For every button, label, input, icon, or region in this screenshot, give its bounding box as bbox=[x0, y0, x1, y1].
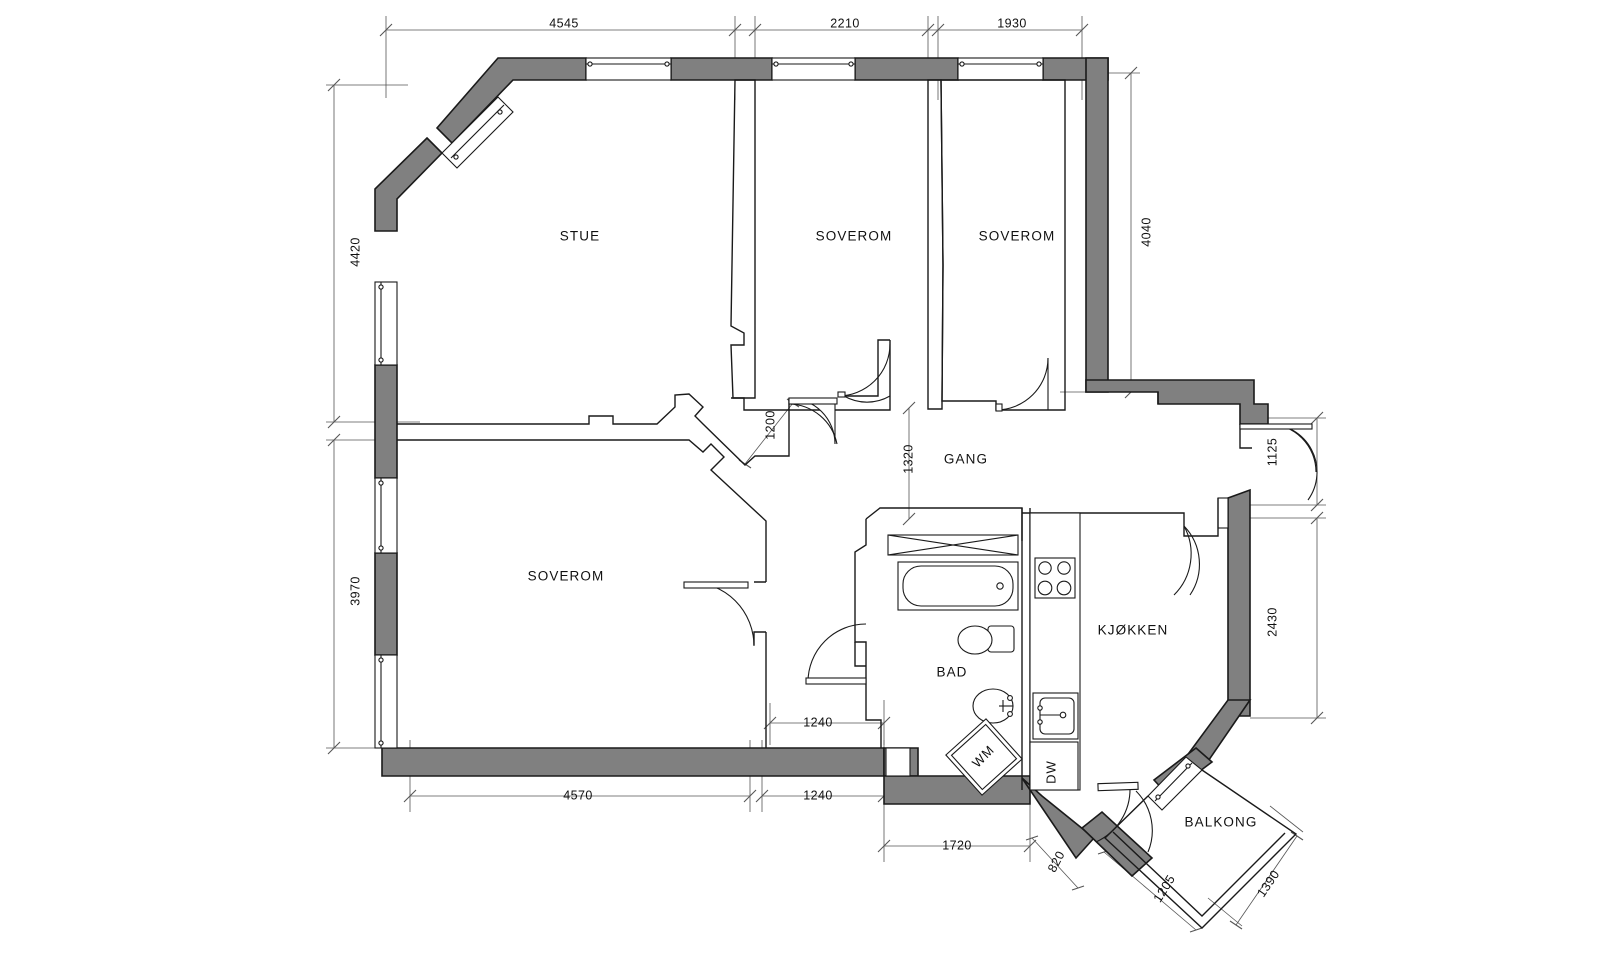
dim-label-inner-1200: 1200 bbox=[763, 410, 777, 439]
dim-label-top-1930: 1930 bbox=[997, 16, 1026, 30]
dim-label-mid-1240: 1240 bbox=[803, 715, 832, 729]
wall-right-main bbox=[1085, 57, 1109, 393]
wall-stue-soverom1 bbox=[730, 79, 756, 399]
balcony-inner bbox=[1112, 831, 1286, 917]
window-top-3 bbox=[957, 57, 1044, 81]
toilet bbox=[957, 625, 1015, 655]
bathroom-shelf bbox=[887, 534, 1019, 556]
dim-label-right-1125: 1125 bbox=[1265, 438, 1279, 466]
dim-line-1390 bbox=[1235, 835, 1298, 926]
door-soverom2 bbox=[995, 357, 1049, 411]
door-soverom1 bbox=[843, 395, 891, 403]
wall-bottom-main bbox=[381, 747, 885, 777]
door-bad bbox=[807, 623, 867, 683]
bathroom-fixtures bbox=[887, 534, 1023, 796]
dim-line-1200 bbox=[744, 402, 794, 465]
dim-label-bot-1240: 1240 bbox=[803, 788, 832, 802]
wall-soverom3-top bbox=[397, 439, 767, 555]
door-balcony-swing bbox=[1135, 790, 1153, 853]
dim-label-right-2430: 2430 bbox=[1265, 607, 1279, 636]
dim-line-1205 bbox=[1103, 851, 1197, 931]
exterior-walls bbox=[374, 57, 1269, 878]
room-label-stue: STUE bbox=[560, 229, 600, 244]
dim-label-top-4545: 4545 bbox=[549, 16, 578, 30]
room-label-balkong: BALKONG bbox=[1185, 815, 1258, 830]
appliance-label-dw: DW bbox=[1043, 760, 1058, 784]
wall-right-lower bbox=[1227, 488, 1251, 717]
wall-bad-left-door bbox=[854, 642, 866, 667]
wall-bad-left bbox=[854, 519, 882, 748]
kitchen-fixtures bbox=[1029, 512, 1081, 791]
wall-soverom1-bottom bbox=[731, 340, 891, 411]
dim-label-inner-1320: 1320 bbox=[901, 444, 915, 473]
room-label-kjokken: KJØKKEN bbox=[1098, 623, 1169, 638]
room-label-gang: GANG bbox=[944, 452, 988, 467]
window-left-3 bbox=[374, 654, 398, 749]
window-top-1 bbox=[585, 57, 672, 81]
dim-label-bot-4570: 4570 bbox=[563, 788, 592, 802]
window-diagonal bbox=[441, 96, 514, 169]
window-left-1 bbox=[374, 281, 398, 366]
bathroom-sink bbox=[972, 688, 1014, 724]
wall-left-seg-1 bbox=[374, 364, 398, 479]
balcony-door bbox=[1147, 756, 1203, 811]
dim-label-right-4040: 4040 bbox=[1139, 217, 1153, 246]
dim-label-left-4420: 4420 bbox=[348, 237, 362, 266]
dishwasher-unit bbox=[1029, 741, 1079, 791]
door-kjokken bbox=[1183, 525, 1200, 596]
washing-machine-unit bbox=[945, 718, 1023, 796]
dim-line-820 bbox=[1031, 837, 1079, 889]
dim-label-left-3970: 3970 bbox=[348, 576, 362, 605]
wall-soverom1-door-jamb bbox=[844, 339, 890, 397]
dimension-lines bbox=[326, 16, 1326, 933]
room-label-bad: BAD bbox=[936, 665, 967, 680]
dim-label-bot-1720: 1720 bbox=[942, 838, 971, 852]
wall-bottom-step-2 bbox=[883, 775, 1031, 805]
kitchen-sink bbox=[1032, 692, 1079, 740]
room-label-soverom-3: SOVEROM bbox=[528, 569, 605, 584]
bathtub bbox=[897, 561, 1019, 611]
window-bottom-right-small bbox=[885, 747, 911, 777]
wall-left-seg-2 bbox=[374, 552, 398, 656]
wall-bottom-diagonal-2 bbox=[1080, 810, 1154, 878]
dim-label-top-2210: 2210 bbox=[830, 16, 859, 30]
room-label-soverom-2: SOVEROM bbox=[979, 229, 1056, 244]
room-label-soverom-1: SOVEROM bbox=[816, 229, 893, 244]
cooktop bbox=[1034, 557, 1076, 599]
wall-gang-right bbox=[1157, 392, 1252, 449]
window-right-small bbox=[1217, 497, 1229, 529]
wall-top-seg-2 bbox=[854, 57, 959, 81]
wall-kjokken-right-jamb bbox=[1183, 498, 1219, 537]
window-left-2 bbox=[374, 477, 398, 554]
balcony-outline bbox=[1103, 769, 1298, 929]
wall-stue-bottom bbox=[397, 393, 790, 466]
wall-top-seg-1 bbox=[670, 57, 773, 81]
door-swings bbox=[683, 343, 1318, 853]
room-labels: STUE SOVEROM SOVEROM SOVEROM GANG BAD KJ… bbox=[528, 229, 1258, 830]
window-top-2 bbox=[771, 57, 856, 81]
